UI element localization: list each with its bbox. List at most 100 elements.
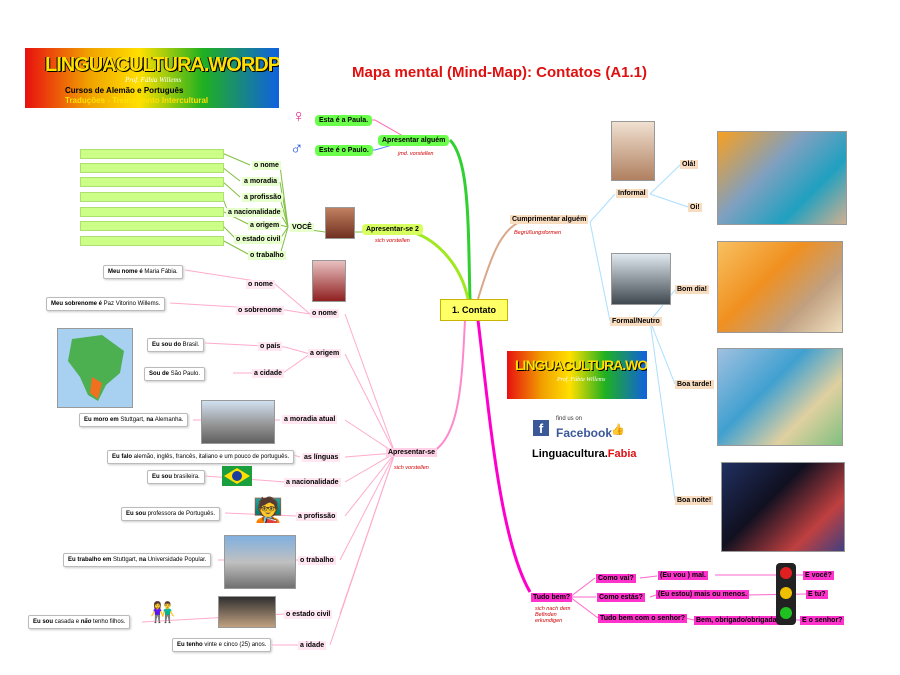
answer-mal: (Eu vou ) mal.	[658, 571, 708, 580]
node-cidade: a cidade	[252, 369, 285, 378]
voce-item-nome: o nome	[252, 161, 281, 170]
blank-field-2	[80, 163, 224, 173]
voce-item-profissao: a profissão	[242, 193, 284, 202]
sentence-trabalho: Eu trabalho em Stuttgart, na Universidad…	[63, 553, 212, 567]
node-o-nome: o nome	[310, 309, 339, 318]
node-idade: a idade	[298, 641, 327, 650]
boa-noite-collage	[721, 462, 845, 552]
facebook-icon[interactable]: f	[533, 420, 549, 436]
node-oi: Oi!	[688, 203, 702, 212]
node-sobrenome: o sobrenome	[236, 306, 284, 315]
sentence-sobrenome: Meu sobrenome é Paz Vitorino Willems.	[46, 297, 166, 311]
female-symbol-icon: ♀	[292, 106, 306, 126]
linguacultura-logo-small: LINGUACULTURA.WORDPRESS.COM Prof. Fábia …	[507, 351, 647, 399]
node-informal: Informal	[616, 189, 648, 198]
male-symbol-icon: ♂	[290, 138, 304, 158]
node-pais: o país	[258, 342, 283, 351]
node-profissao: a profissão	[296, 512, 338, 521]
sentence-profissao: Eu sou professora de Português.	[121, 507, 221, 521]
blank-field-4	[80, 192, 224, 202]
voce-item-moradia: a moradia	[242, 177, 280, 186]
informal-collage	[717, 131, 847, 225]
sentence-idade: Eu tenho vinte e cinco (25) anos.	[172, 638, 272, 652]
node-linguas: as línguas	[302, 453, 341, 462]
sentence-male: Este é o Paulo.	[315, 145, 373, 156]
logo-small-author-text: Prof. Fábia Willems	[557, 377, 606, 383]
logo-small-main-text: LINGUACULTURA.WORDPRESS.COM	[515, 357, 647, 373]
facebook-find-text: find us on	[556, 416, 583, 422]
university-photo	[224, 535, 296, 589]
traffic-light-icon	[776, 563, 796, 625]
logo-main-text: LINGUACULTURA.WORDPRESS.COM	[45, 54, 279, 76]
node-apresentar-alguem: Apresentar alguém	[378, 135, 450, 146]
voce-item-origem: a origem	[248, 221, 282, 230]
rings-photo	[218, 596, 276, 628]
node-moradia: a moradia atual	[282, 415, 338, 424]
node-voce: VOCÊ	[290, 223, 314, 232]
sentence-pais: Eu sou do Brasil.	[147, 338, 205, 352]
node-nacionalidade: a nacionalidade	[284, 478, 341, 487]
node-origem: a origem	[308, 349, 342, 358]
node-bom-dia: Bom dia!	[675, 285, 709, 294]
page-title: Mapa mental (Mind-Map): Contatos (A1.1)	[352, 64, 647, 81]
teacher-icon: 🧑‍🏫	[253, 497, 283, 524]
blank-field-1	[80, 149, 224, 159]
sentence-nome: Meu nome é Maria Fábia.	[103, 265, 183, 279]
boa-tarde-collage	[717, 348, 843, 446]
question-como-estas: Como estás?	[597, 593, 645, 602]
node-ola: Olá!	[680, 160, 698, 169]
answer-mais-ou-menos: (Eu estou) mais ou menos.	[656, 590, 750, 599]
blank-field-3	[80, 177, 224, 187]
node-boa-noite: Boa noite!	[675, 496, 714, 505]
sentence-nacionalidade: Eu sou brasileira.	[147, 470, 205, 484]
sentence-female: Esta é a Paula.	[315, 115, 373, 126]
question-tudo-bem-senhor: Tudo bem com o senhor?	[598, 614, 688, 623]
logo-line2-text: Cursos de Alemão e Português	[65, 86, 184, 95]
subtitle-apresentar-se: sich vorstellen	[394, 465, 429, 471]
thumbs-up-icon: 👍	[611, 424, 625, 436]
subtitle-cumprimentar: Begrüßungsformen	[514, 230, 562, 236]
node-tudo-bem: Tudo bem?	[531, 593, 573, 602]
node-nome-sub: o nome	[246, 280, 275, 289]
reply-e-tu: E tu?	[806, 590, 828, 599]
linguacultura-logo: LINGUACULTURA.WORDPRESS.COM Prof. Fábia …	[25, 48, 279, 108]
informal-greeting-photo	[611, 121, 655, 181]
node-cumprimentar: Cumprimentar alguém	[510, 215, 589, 224]
node-boa-tarde: Boa tarde!	[675, 380, 714, 389]
node-trabalho: o trabalho	[298, 556, 336, 565]
voce-item-nacionalidade: a nacionalidade	[226, 208, 283, 217]
node-apresentar-se-2: Apresentar-se 2	[362, 224, 423, 235]
node-formal: Formal/Neutro	[610, 317, 662, 326]
woman-photo	[312, 260, 346, 302]
reply-e-voce: E você?	[803, 571, 834, 580]
node-estado-civil: o estado civil	[284, 610, 333, 619]
logo-author-text: Prof. Fábia Willems	[125, 76, 182, 84]
bom-dia-collage	[717, 241, 843, 333]
family-icon: 👫	[150, 602, 175, 624]
stuttgart-photo	[201, 400, 275, 444]
blank-field-6	[80, 221, 224, 231]
logo-line3-text: Traduções - Treinamento Intercultural	[65, 96, 209, 105]
node-apresentar-se: Apresentar-se	[386, 448, 438, 457]
blank-field-7	[80, 236, 224, 246]
child-photo	[325, 207, 355, 239]
facebook-link[interactable]: Facebook	[556, 426, 613, 440]
answer-bem: Bem, obrigado/obrigada.	[694, 616, 781, 625]
blank-field-5	[80, 207, 224, 217]
subtitle-tudo-bem: sich nach dem Befinden erkundigen	[535, 606, 571, 625]
voce-item-estado-civil: o estado civil	[234, 235, 283, 244]
sentence-estado-civil: Eu sou casada e não tenho filhos.	[28, 615, 131, 629]
formal-handshake-photo	[611, 253, 671, 305]
voce-item-trabalho: o trabalho	[248, 251, 286, 260]
brazil-flag-icon	[222, 466, 252, 486]
sentence-moradia: Eu moro em Stuttgart, na Alemanha.	[79, 413, 189, 427]
subtitle-apresentar-se-2: sich vorstellen	[375, 238, 410, 244]
sentence-linguas: Eu falo alemão, inglês, francês, italian…	[107, 450, 295, 464]
question-como-vai: Como vai?	[596, 574, 636, 583]
signature-text: Linguacultura.Fabia	[532, 448, 637, 460]
subtitle-apresentar-alguem: jmd. vorstellen	[398, 151, 434, 157]
sentence-cidade: Sou de São Paulo.	[144, 367, 206, 381]
brazil-map-image	[57, 328, 133, 408]
reply-e-o-senhor: E o senhor?	[800, 616, 845, 625]
